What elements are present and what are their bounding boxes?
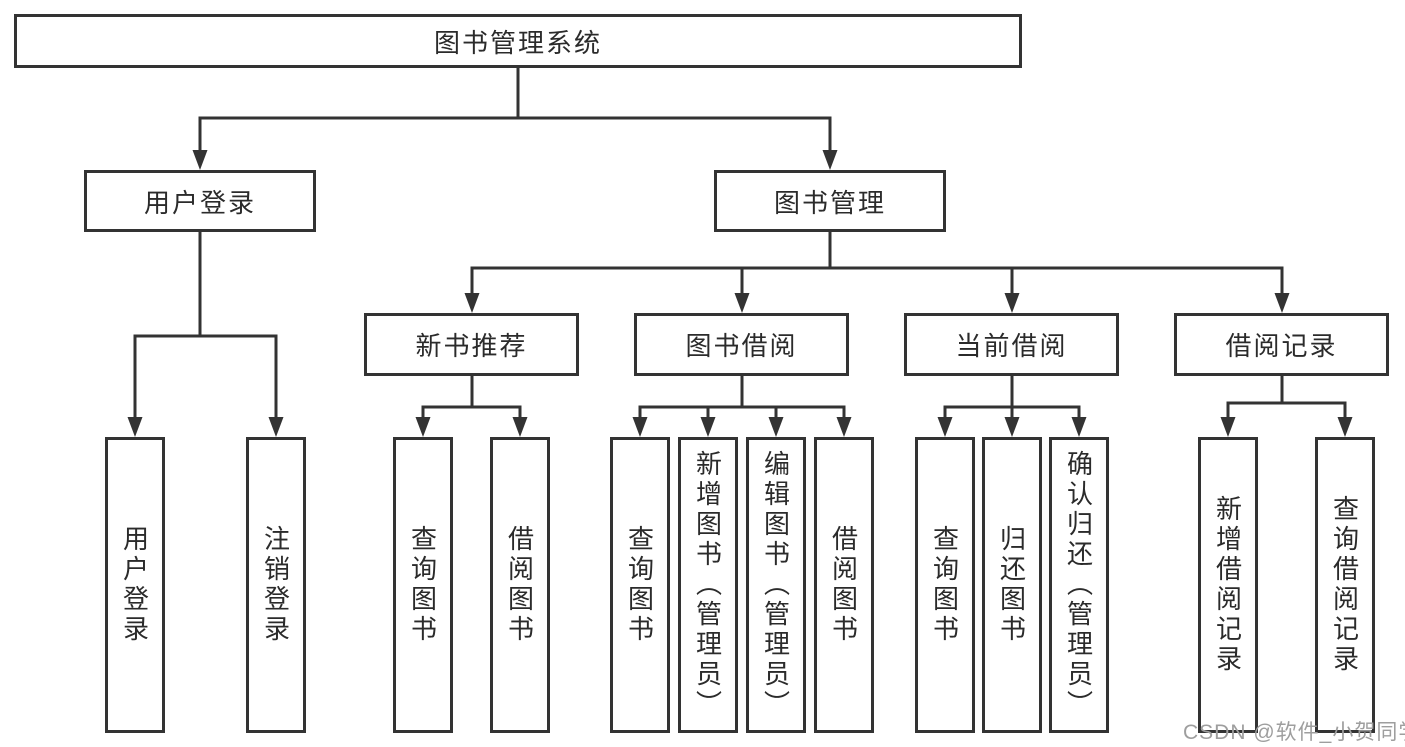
arrowhead <box>768 417 784 437</box>
csdn-watermark: CSDN @软件_小贺同学 <box>1183 721 1405 744</box>
leaf-add-borrow-record: 新增借阅记录 <box>1198 437 1258 733</box>
connector-path <box>133 66 1347 422</box>
leaf-add-books-admin: 新增图书（管理员） <box>678 437 738 733</box>
arrowhead <box>1337 417 1353 437</box>
node-borrowing-records: 借阅记录 <box>1174 313 1389 376</box>
node-current-borrowing: 当前借阅 <box>904 313 1119 376</box>
arrowhead <box>127 417 143 437</box>
arrowhead <box>1274 293 1290 313</box>
arrowhead <box>734 293 750 313</box>
node-new-book-recommend: 新书推荐 <box>364 313 579 376</box>
leaf-query-books-recommend: 查询图书 <box>393 437 453 733</box>
arrowhead <box>415 417 431 437</box>
arrowhead <box>1004 293 1020 313</box>
leaf-query-borrow-record: 查询借阅记录 <box>1315 437 1375 733</box>
arrowhead <box>268 417 284 437</box>
node-book-borrowing: 图书借阅 <box>634 313 849 376</box>
arrowhead <box>700 417 716 437</box>
leaf-confirm-return-admin: 确认归还（管理员） <box>1049 437 1109 733</box>
leaf-return-books: 归还图书 <box>982 437 1042 733</box>
leaf-user-login: 用户登录 <box>105 437 165 733</box>
arrowhead <box>937 417 953 437</box>
leaf-query-books-current: 查询图书 <box>915 437 975 733</box>
leaf-borrow-books-recommend: 借阅图书 <box>490 437 550 733</box>
arrowhead <box>822 150 838 170</box>
node-user-login: 用户登录 <box>84 170 316 232</box>
leaf-logout: 注销登录 <box>246 437 306 733</box>
arrowhead <box>836 417 852 437</box>
node-library-management-system: 图书管理系统 <box>14 14 1022 68</box>
arrowhead <box>632 417 648 437</box>
leaf-edit-books-admin: 编辑图书（管理员） <box>746 437 806 733</box>
arrowheads-group <box>127 150 1353 437</box>
arrowhead <box>512 417 528 437</box>
node-book-management: 图书管理 <box>714 170 946 232</box>
arrowhead <box>192 150 208 170</box>
arrowhead <box>1004 417 1020 437</box>
leaf-borrow-books-borrow: 借阅图书 <box>814 437 874 733</box>
arrowhead <box>1220 417 1236 437</box>
arrowhead <box>464 293 480 313</box>
arrowhead <box>1071 417 1087 437</box>
leaf-query-books-borrow: 查询图书 <box>610 437 670 733</box>
